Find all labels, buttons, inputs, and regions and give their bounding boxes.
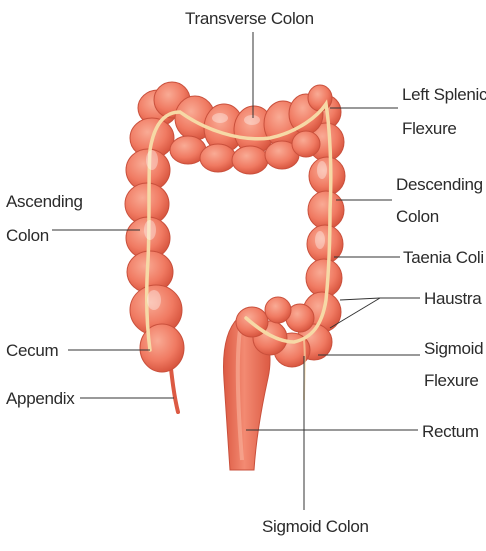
- label-left-splenic-flexure-line1: Left Splenic: [402, 85, 486, 104]
- ascending-colon-shape: [125, 90, 178, 293]
- label-rectum: Rectum: [422, 422, 479, 441]
- label-ascending-colon-line2: Colon: [6, 226, 49, 245]
- label-descending-colon-line2: Colon: [396, 207, 439, 226]
- label-cecum: Cecum: [6, 341, 58, 360]
- label-transverse-colon: Transverse Colon: [185, 9, 314, 28]
- label-sigmoid-flexure-line2: Flexure: [424, 371, 479, 390]
- label-left-splenic-flexure-line2: Flexure: [402, 119, 457, 138]
- label-taenia-coli: Taenia Coli: [403, 248, 484, 267]
- leader-haustra-a: [340, 298, 380, 300]
- label-sigmoid-flexure-line1: Sigmoid: [424, 339, 483, 358]
- label-appendix: Appendix: [6, 389, 75, 408]
- label-ascending-colon-line1: Ascending: [6, 192, 83, 211]
- label-sigmoid-colon: Sigmoid Colon: [262, 517, 369, 536]
- label-haustra: Haustra: [424, 289, 482, 308]
- label-descending-colon-line1: Descending: [396, 175, 483, 194]
- transverse-colon-shape: [154, 82, 332, 174]
